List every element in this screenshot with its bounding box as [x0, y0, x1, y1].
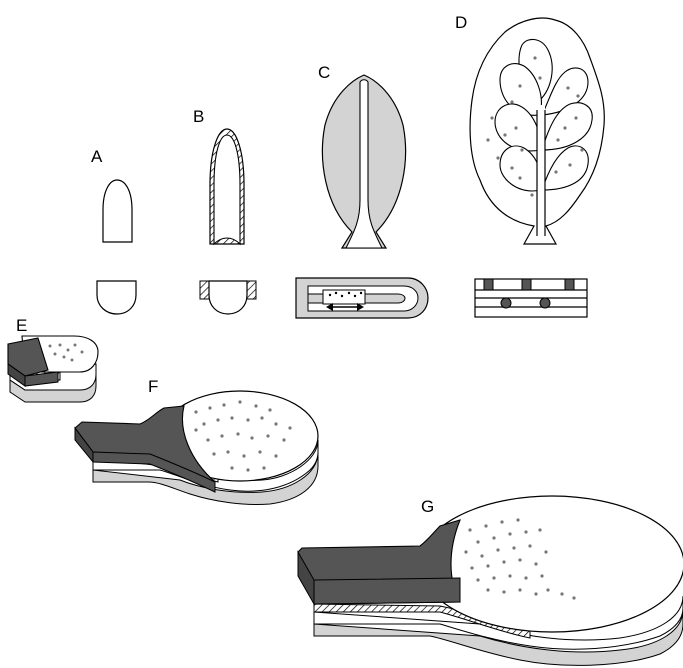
panel-b: B — [193, 107, 256, 314]
panel-a-primordium-side-view — [103, 180, 132, 242]
panel-g: G — [298, 496, 683, 665]
panel-e-label: E — [16, 316, 27, 335]
panel-d-label: D — [455, 13, 467, 32]
panel-b-label: B — [193, 107, 204, 126]
panel-a-label: A — [91, 147, 103, 166]
panel-e: E — [8, 316, 98, 402]
panel-a-cross-section — [97, 281, 136, 314]
panel-c-label: C — [318, 63, 330, 82]
panel-c: C — [296, 63, 428, 318]
panel-b-cross-section-margin-right — [247, 281, 256, 299]
panel-d-midrib — [537, 105, 545, 235]
panel-d-cross-section — [475, 279, 587, 317]
panel-b-cross-section — [209, 281, 247, 314]
panel-g-label: G — [421, 497, 434, 516]
panel-d: D — [455, 13, 604, 317]
panel-b-cross-section-margin-left — [200, 281, 209, 299]
panel-f-label: F — [148, 377, 158, 396]
panel-f: F — [75, 377, 318, 505]
panel-c-cross-section-marginal-zone — [323, 290, 365, 304]
panel-a: A — [91, 147, 136, 314]
panel-b-primordium-side-view — [214, 135, 240, 244]
